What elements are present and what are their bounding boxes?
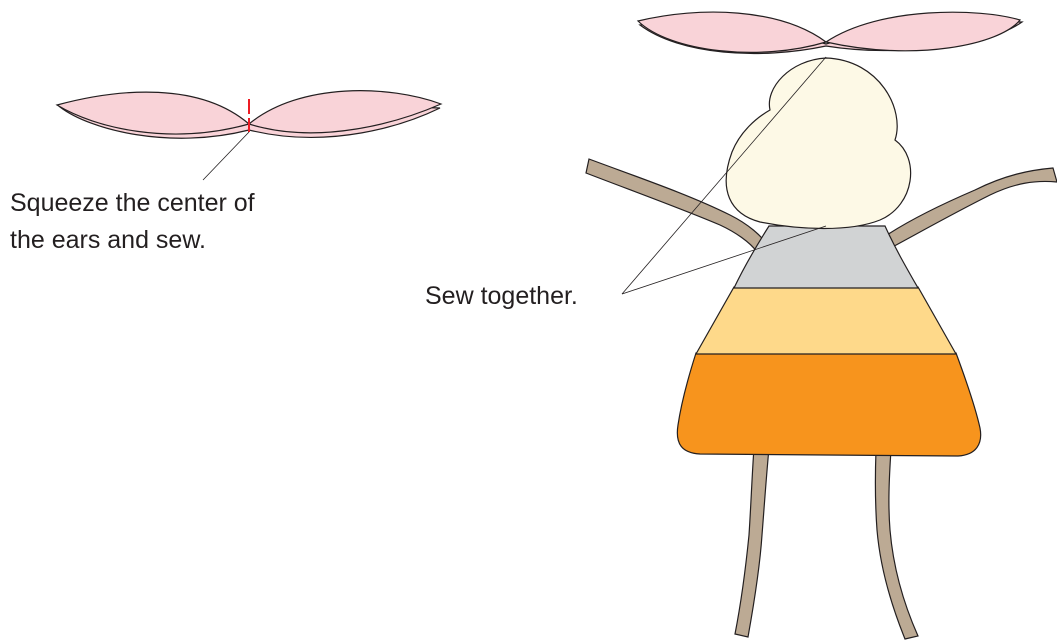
body-orange-band (677, 353, 980, 456)
ears-detail (57, 91, 441, 180)
right-leg (875, 450, 918, 639)
squeeze-instruction-line-2: the ears and sew. (10, 225, 206, 255)
body-yellow-band (696, 287, 956, 354)
squeeze-leader-line (203, 132, 249, 180)
squeeze-instruction-line-1: Squeeze the center of (10, 188, 255, 218)
head (726, 58, 910, 229)
sew-together-label: Sew together. (425, 281, 578, 311)
doll-figure (586, 12, 1057, 639)
left-leg (735, 448, 769, 637)
